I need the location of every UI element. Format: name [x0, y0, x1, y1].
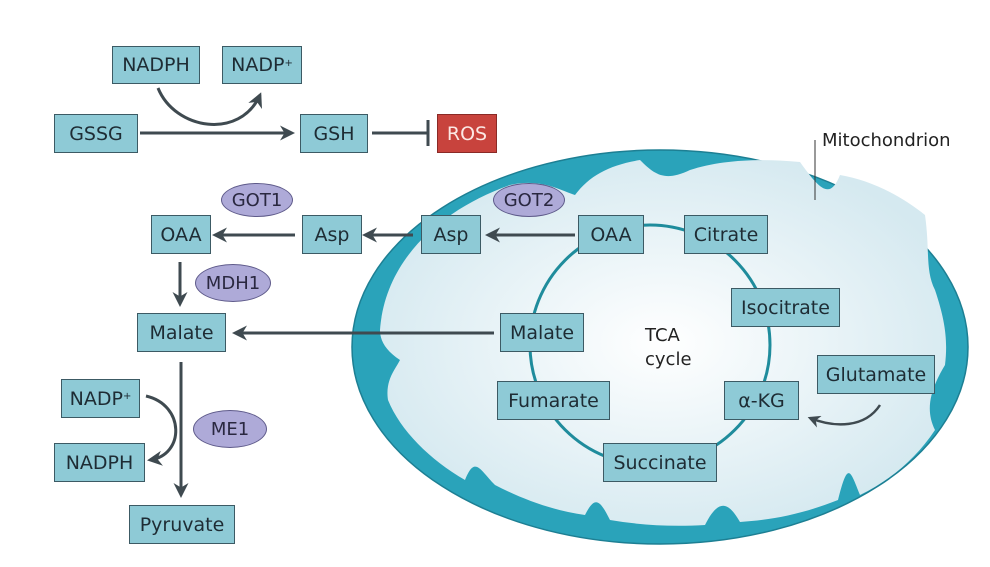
node-oaa-mito: OAA — [578, 215, 644, 254]
node-malate-mito: Malate — [500, 313, 584, 352]
mitochondrion — [351, 149, 969, 545]
node-label: α-KG — [738, 389, 785, 412]
node-label: NADP — [231, 54, 285, 76]
superscript-plus: + — [122, 391, 132, 402]
node-label: OAA — [590, 223, 632, 246]
node-asp-mito: Asp — [421, 215, 481, 254]
tca-label-line2: cycle — [645, 349, 692, 370]
enzyme-got2: GOT2 — [493, 183, 565, 217]
node-gsh: GSH — [300, 114, 368, 153]
enzyme-label: ME1 — [210, 418, 250, 440]
node-isocitrate: Isocitrate — [731, 288, 840, 327]
node-nadph-bottom: NADPH — [54, 443, 145, 482]
node-gssg: GSSG — [54, 114, 138, 153]
enzyme-got1: GOT1 — [221, 183, 293, 217]
node-oaa-cytosol: OAA — [151, 215, 211, 254]
tca-label-line1: TCA — [645, 325, 680, 346]
node-nadph-top: NADPH — [112, 46, 200, 84]
node-label: Malate — [509, 321, 575, 344]
node-label: NADP — [69, 387, 123, 410]
node-label: Asp — [314, 223, 350, 246]
node-asp-cytosol: Asp — [302, 215, 362, 254]
superscript-plus: + — [284, 57, 293, 69]
node-nadp-bottom: NADP+ — [61, 379, 140, 418]
arrow-nadp-to-nadph — [145, 394, 178, 466]
enzyme-mdh1: MDH1 — [195, 264, 271, 302]
node-label: OAA — [160, 223, 202, 246]
node-label: Glutamate — [825, 363, 927, 386]
inner-membrane-matrix — [380, 160, 947, 526]
node-label: GSH — [313, 122, 355, 145]
node-label: Malate — [149, 321, 214, 344]
node-label: Citrate — [693, 223, 759, 246]
node-label: Fumarate — [508, 389, 599, 412]
node-label: Isocitrate — [741, 296, 830, 319]
enzyme-label: GOT2 — [503, 189, 555, 211]
node-label: Succinate — [613, 451, 707, 474]
node-pyruvate: Pyruvate — [129, 505, 235, 544]
node-label: Pyruvate — [139, 513, 225, 536]
node-label: NADPH — [122, 54, 190, 76]
node-fumarate: Fumarate — [497, 381, 610, 420]
node-label: ROS — [446, 122, 488, 145]
node-akg: α-KG — [724, 381, 799, 420]
arrow-nadph-to-nadp — [156, 87, 262, 126]
node-label: NADPH — [65, 451, 134, 474]
node-ros: ROS — [437, 114, 497, 153]
enzyme-me1: ME1 — [193, 410, 267, 448]
node-nadp-top: NADP+ — [222, 46, 302, 84]
enzyme-label: MDH1 — [205, 272, 261, 294]
node-glutamate: Glutamate — [817, 355, 935, 394]
arrow-glutamate-to-akg — [807, 404, 882, 428]
enzyme-label: GOT1 — [231, 189, 283, 211]
node-label: GSSG — [69, 122, 123, 145]
mitochondrion-label: Mitochondrion — [822, 130, 951, 151]
node-label: Asp — [433, 223, 469, 246]
node-succinate: Succinate — [603, 443, 717, 482]
node-citrate: Citrate — [684, 215, 768, 254]
node-malate-cytosol: Malate — [137, 313, 226, 352]
